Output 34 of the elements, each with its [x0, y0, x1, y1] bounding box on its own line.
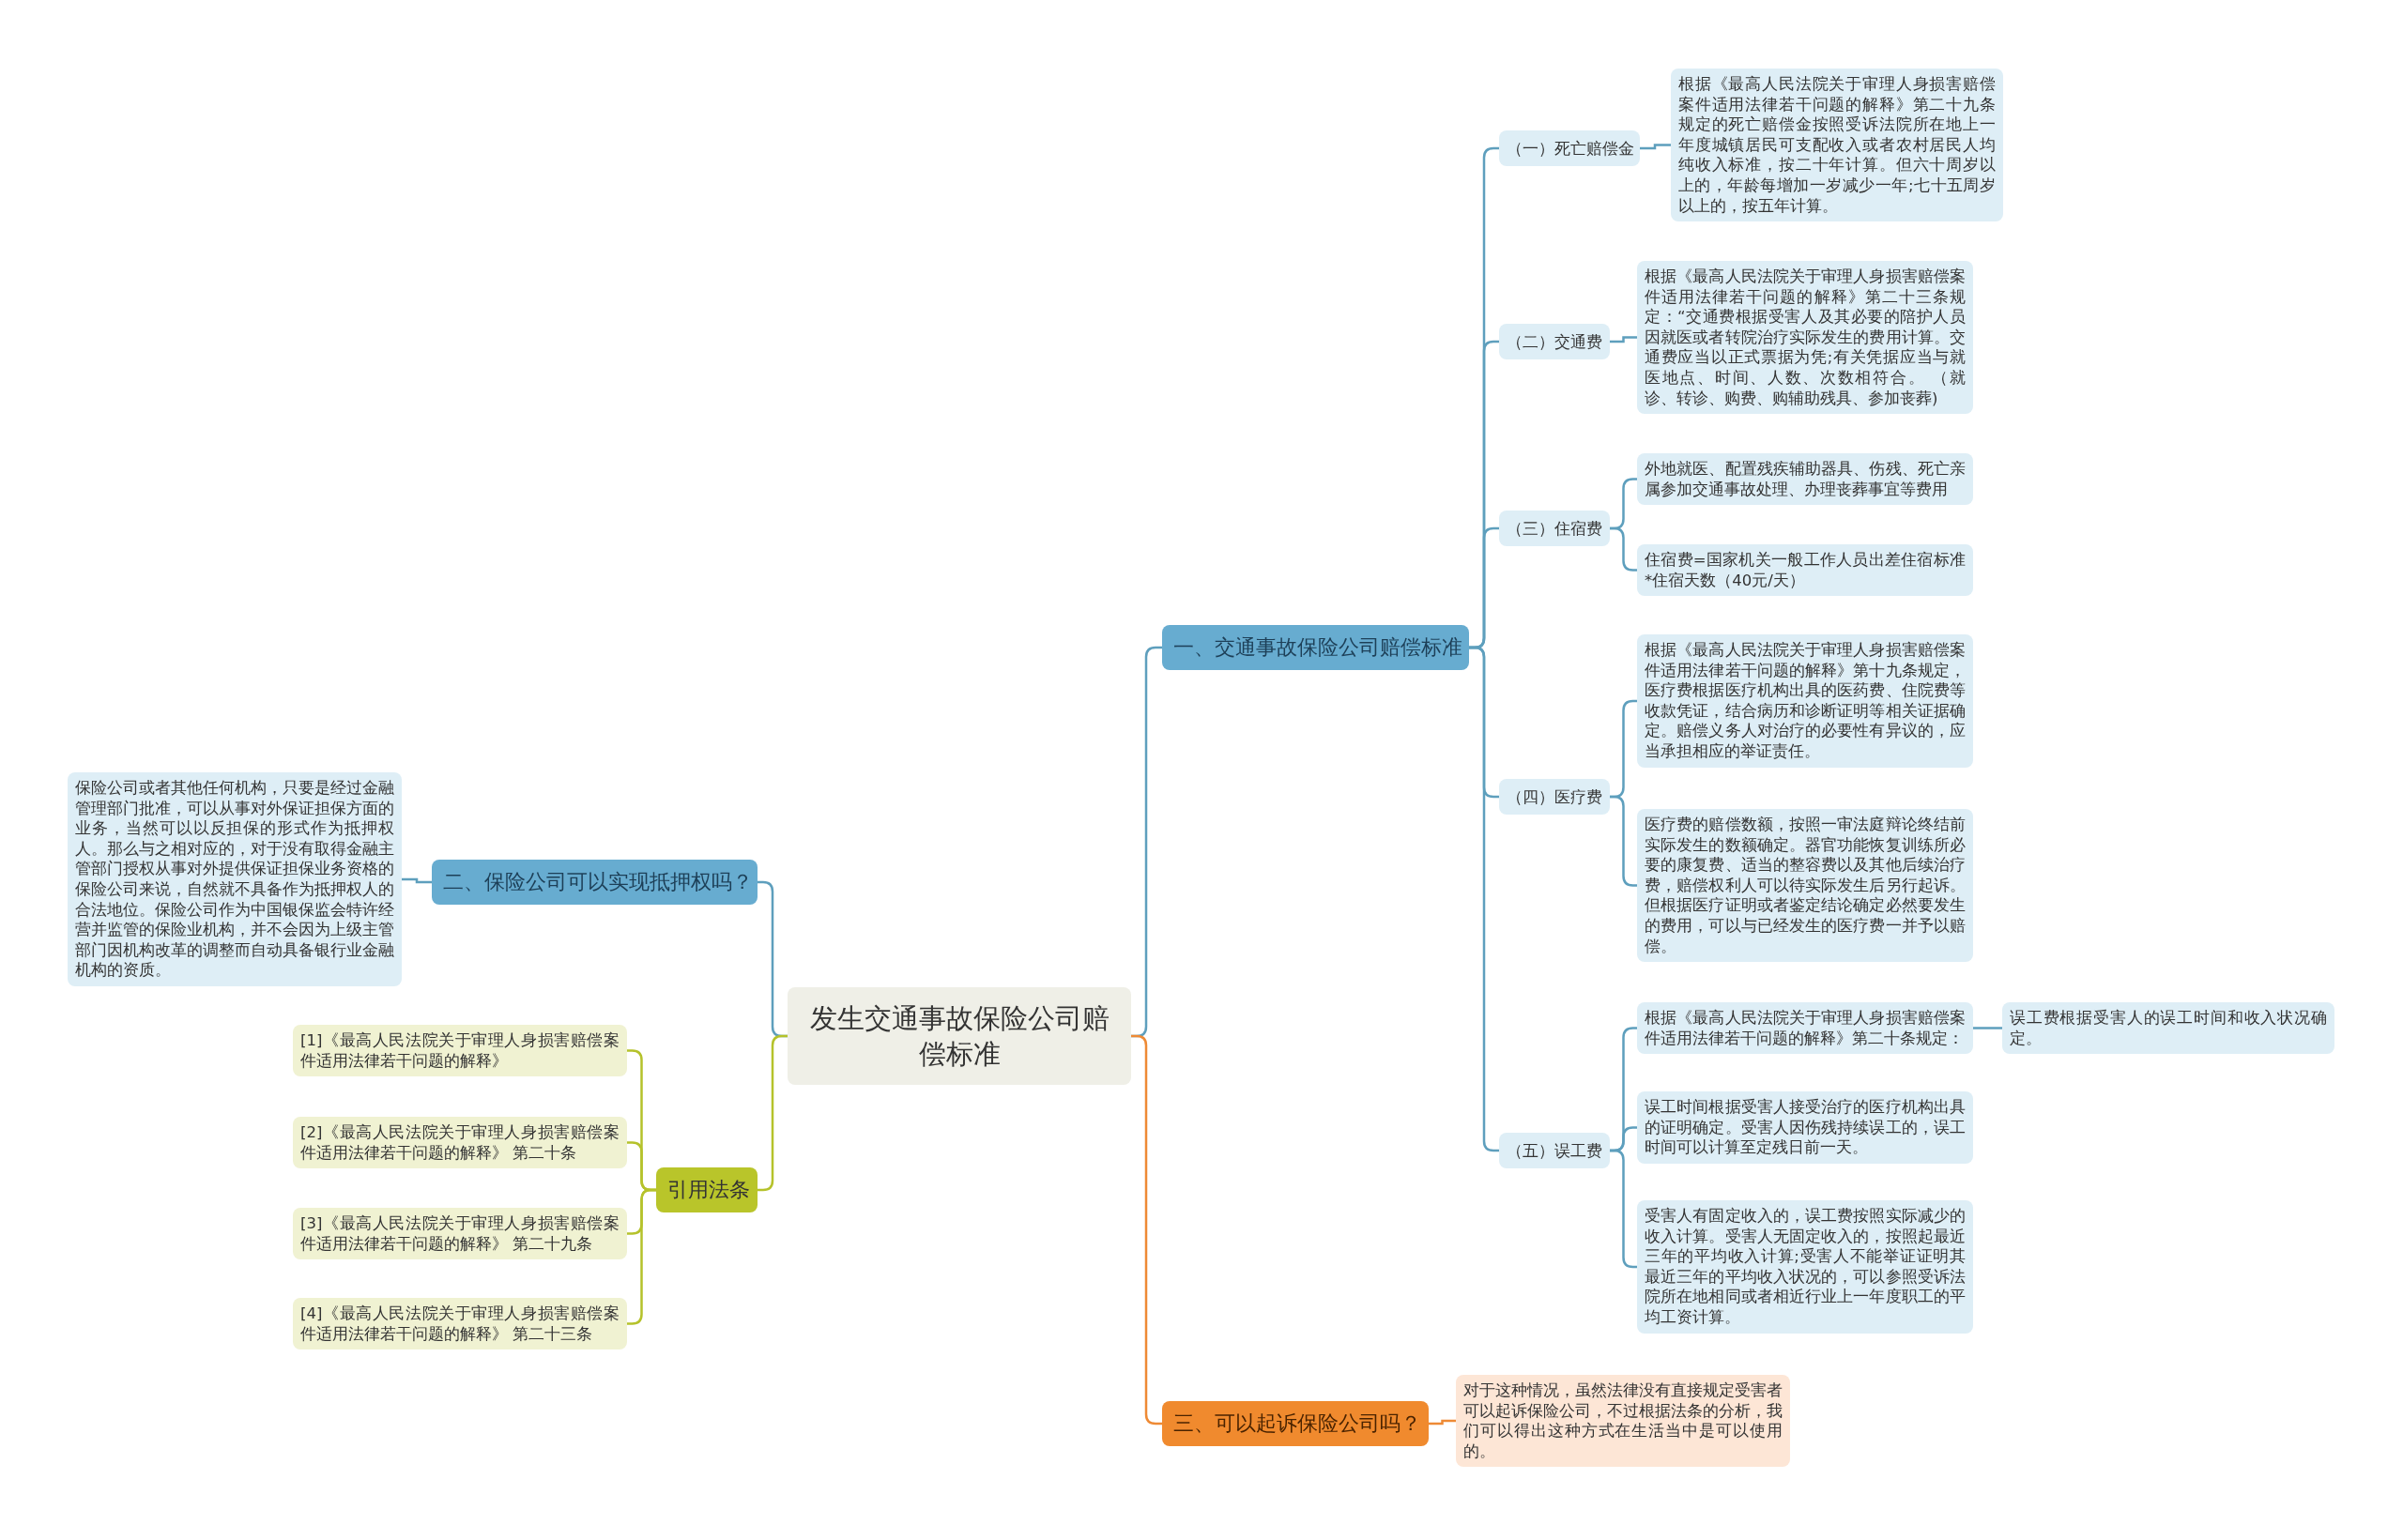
subtopic-box: （四）医疗费 — [1499, 779, 1610, 815]
topic-box: 一、交通事故保险公司赔偿标准 — [1162, 625, 1469, 670]
text-box: 根据《最高人民法院关于审理人身损害赔偿案件适用法律若干问题的解释》第十九条规定，医疗费根据医疗机构出具的医药费、住院费等收款凭证，结合病历和诊断证明等相关证据确定。赔偿义务人对治疗的必要性有异议的，应当承担相应的举证责任。 — [1637, 634, 1973, 768]
connector-line — [758, 1034, 788, 1192]
subtopic-box: （三）住宿费 — [1499, 511, 1610, 546]
topic-box: 引用法条 — [656, 1167, 758, 1212]
text-box: 受害人有固定收入的，误工费按照实际减少的收入计算。受害人无固定收入的，按照起最近三年的平均收入计算;受害人不能举证证明其最近三年的平均收入状况的，可以参照受诉法院所在地相同或者相近行业上一年度职工的平均工资计算。 — [1637, 1200, 1973, 1334]
text-box: 误工时间根据受害人接受治疗的医疗机构出具的证明确定。受害人因伤残持续误工的，误工时间可以计算至定残日前一天。 — [1637, 1091, 1973, 1164]
topic-box: 二、保险公司可以实现抵押权吗？ — [432, 860, 758, 905]
connector-line — [1131, 1034, 1162, 1426]
connector-line — [1610, 336, 1637, 343]
text-box: [4]《最高人民法院关于审理人身损害赔偿案件适用法律若干问题的解释》 第二十三条 — [293, 1298, 627, 1350]
connector-line — [1973, 1027, 2002, 1029]
text-box: 误工费根据受害人的误工时间和收入状况确定。 — [2002, 1002, 2334, 1055]
text-box: 对于这种情况，虽然法律没有直接规定受害者可以起诉保险公司，不过根据法条的分析，我们可以得出这种方式在生活当中是可以使用的。 — [1456, 1375, 1790, 1468]
subtopic-box: （一）死亡赔偿金 — [1499, 130, 1640, 166]
text-box: 外地就医、配置残疾辅助器具、伤残、死亡亲属参加交通事故处理、办理丧葬事宜等费用 — [1637, 453, 1973, 506]
text-box: 保险公司或者其他任何机构，只要是经过金融管理部门批准，可以从事对外保证担保方面的业务，当然可以以反担保的形式作为抵押权人。那么与之相对应的，对于没有取得金融主管部门授权从事对外提供保证担保业务资格的保险公司来说，自然就不具备作为抵押权人的合法地位。保险公司作为中国银保监会特许经营并监管的保险业机构，并不会因为上级主管部门因机构改革的调整而自动具备银行业金融机构的资质。 — [68, 772, 402, 986]
text-box: [3]《最高人民法院关于审理人身损害赔偿案件适用法律若干问题的解释》 第二十九条 — [293, 1208, 627, 1260]
subtopic-box: （五）误工费 — [1499, 1133, 1610, 1168]
connector-line — [1429, 1419, 1456, 1426]
text-box: 根据《最高人民法院关于审理人身损害赔偿案件适用法律若干问题的解释》第二十条规定： — [1637, 1002, 1973, 1055]
connector-line — [1610, 526, 1637, 572]
connector-line — [402, 877, 432, 884]
topic-box: 三、可以起诉保险公司吗？ — [1162, 1401, 1429, 1446]
text-box: 医疗费的赔偿数额，按照一审法庭辩论终结前实际发生的数额确定。器官功能恢复训练所必要的康复费、适当的整容费以及其他后续治疗费，赔偿权利人可以待实际发生后另行起诉。但根据医疗证明或者鉴定结论确定必然要发生的费用，可以与已经发生的医疗费一并予以赔偿。 — [1637, 809, 1973, 963]
text-box: 住宿费=国家机关一般工作人员出差住宿标准*住宿天数（40元/天） — [1637, 544, 1973, 597]
subtopic-box: （二）交通费 — [1499, 324, 1610, 359]
text-box: 根据《最高人民法院关于审理人身损害赔偿案件适用法律若干问题的解释》第二十九条规定的死亡赔偿金按照受诉法院所在地上一年度城镇居民可支配收入或者农村居民人均纯收入标准，按二十年计算。但六十周岁以上的，年龄每增加一岁减少一年;七十五周岁以上的，按五年计算。 — [1671, 69, 2003, 222]
text-box: 根据《最高人民法院关于审理人身损害赔偿案件适用法律若干问题的解释》第二十三条规定：“交通费根据受害人及其必要的陪护人员因就医或者转院治疗实际发生的费用计算。交通费应当以正式票据为凭;有关凭据应当与就医地点、时间、人数、次数相符合。 （就诊、转诊、购费、购辅助残具、参加丧葬) — [1637, 261, 1973, 415]
central-topic-box: 发生交通事故保险公司赔偿标准 — [788, 987, 1131, 1085]
connector-line — [1640, 144, 1671, 150]
text-box: [1]《最高人民法院关于审理人身损害赔偿案件适用法律若干问题的解释》 — [293, 1025, 627, 1077]
text-box: [2]《最高人民法院关于审理人身损害赔偿案件适用法律若干问题的解释》 第二十条 — [293, 1117, 627, 1169]
